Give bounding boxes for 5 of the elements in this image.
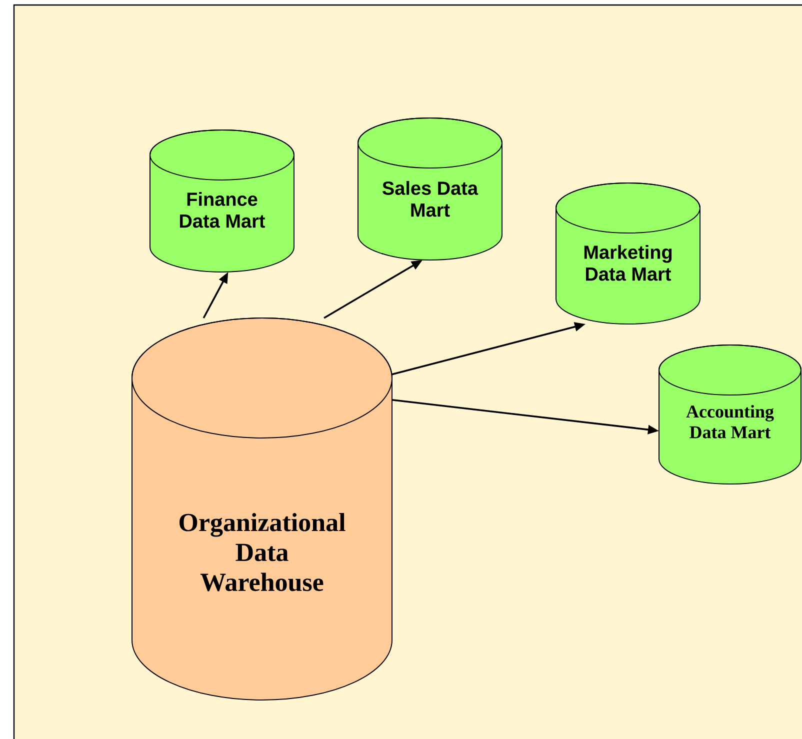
- cylinder: Sales Data Mart: [358, 118, 502, 260]
- cylinder: Finance Data Mart: [150, 130, 294, 272]
- cylinder: Accounting Data Mart: [658, 344, 802, 484]
- cylinder: Marketing Data Mart: [556, 182, 700, 324]
- cylinder: Organizational Data Warehouse: [132, 318, 392, 700]
